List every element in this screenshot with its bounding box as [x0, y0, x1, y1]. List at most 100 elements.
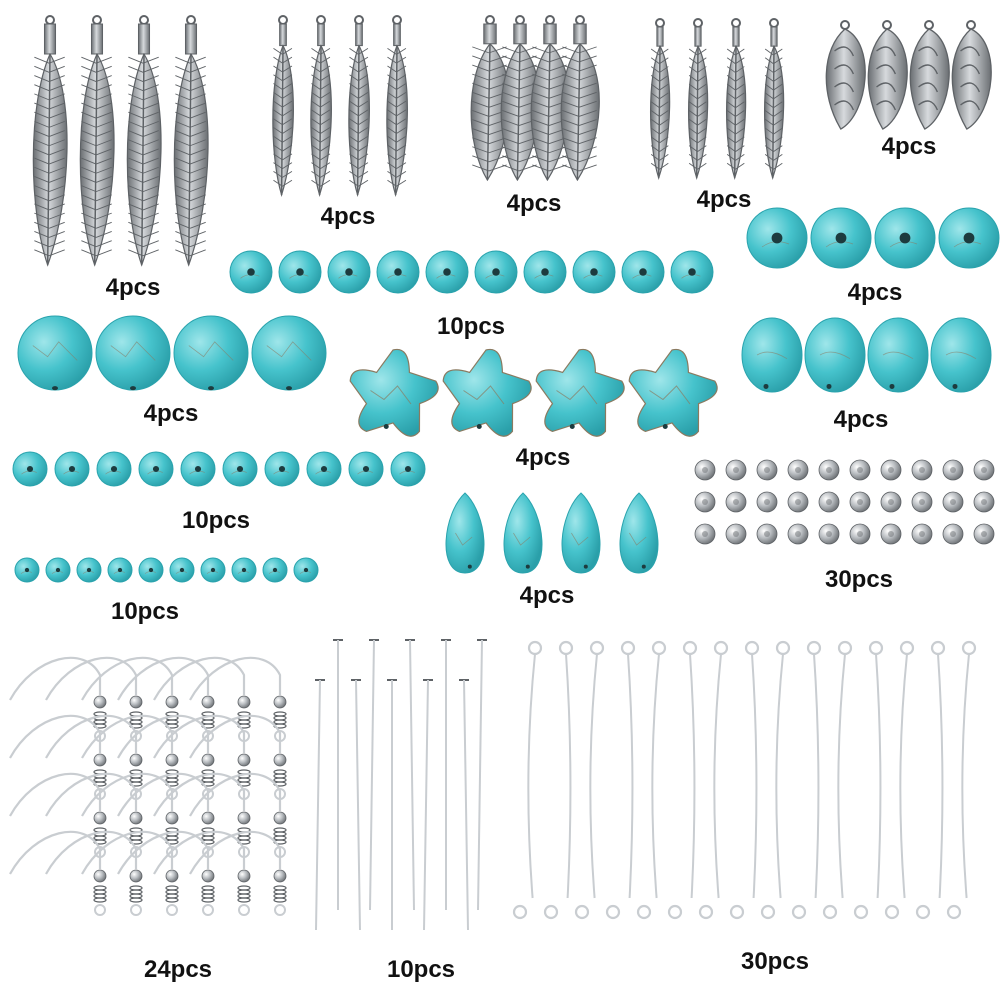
- label-spacer-beads: 30pcs: [824, 566, 894, 593]
- turquoise-round-bead-icon: [229, 250, 273, 294]
- eye-pin-icon: [667, 904, 683, 920]
- eye-pin-icon: [899, 640, 915, 899]
- silver-spacer-bead-icon: [911, 491, 933, 513]
- feather-charm-icon: [126, 15, 162, 267]
- silver-spacer-bead-icon: [725, 491, 747, 513]
- eye-pin-icon: [636, 904, 652, 920]
- silver-spacer-bead-icon: [694, 523, 716, 545]
- label-feather-large: 4pcs: [105, 274, 161, 301]
- silver-spacer-bead-icon: [880, 459, 902, 481]
- turquoise-round-bead-icon: [474, 250, 518, 294]
- eye-pin-icon: [791, 904, 807, 920]
- group-head-pins: [315, 639, 487, 931]
- earring-hook-icon: [81, 656, 179, 742]
- filigree-leaf-icon: [825, 20, 866, 130]
- group-feather-wide: [470, 15, 600, 182]
- eye-pin-icon: [713, 640, 729, 899]
- silver-spacer-bead-icon: [725, 523, 747, 545]
- eye-pin-icon: [775, 640, 791, 899]
- turquoise-flower-bead-icon: [628, 348, 718, 437]
- feather-charm-icon: [560, 15, 600, 182]
- turquoise-coin-bead-icon: [17, 315, 93, 391]
- feather-charm-icon: [386, 15, 408, 198]
- feather-charm-icon: [348, 15, 370, 198]
- feather-charm-icon: [725, 18, 747, 180]
- turquoise-round-bead-icon: [180, 451, 216, 487]
- turquoise-round-bead-icon: [45, 557, 71, 583]
- silver-spacer-bead-icon: [942, 491, 964, 513]
- group-bead-teardrop: [445, 492, 659, 574]
- eye-pin-icon: [682, 640, 698, 899]
- eye-pin-icon: [930, 640, 946, 899]
- turquoise-teardrop-bead-icon: [561, 492, 601, 574]
- turquoise-round-bead-icon: [14, 557, 40, 583]
- earring-hook-icon: [117, 830, 215, 916]
- eye-pin-icon: [806, 640, 822, 899]
- turquoise-round-bead-icon: [306, 451, 342, 487]
- earring-hook-icon: [45, 772, 143, 858]
- silver-spacer-bead-icon: [694, 459, 716, 481]
- group-ear-hooks: [9, 656, 287, 916]
- label-bead-teardrop: 4pcs: [519, 582, 575, 609]
- turquoise-round-bead-icon: [348, 451, 384, 487]
- head-pin-icon: [441, 639, 451, 910]
- turquoise-round-bead-icon: [278, 250, 322, 294]
- eye-pin-icon: [543, 904, 559, 920]
- silver-spacer-bead-icon: [756, 491, 778, 513]
- turquoise-coin-bead-icon: [251, 315, 327, 391]
- feather-charm-icon: [32, 15, 68, 267]
- label-feather-wide: 4pcs: [506, 190, 562, 217]
- earring-hook-icon: [153, 830, 251, 916]
- label-eye-pins: 30pcs: [740, 948, 810, 975]
- turquoise-oval-bead-icon: [867, 317, 929, 393]
- turquoise-round-bead-icon: [231, 557, 257, 583]
- head-pin-icon: [477, 639, 487, 911]
- eye-pin-icon: [868, 640, 884, 899]
- head-pin-icon: [369, 639, 379, 911]
- turquoise-round-bead-icon: [293, 557, 319, 583]
- turquoise-flower-bead-icon: [442, 348, 532, 437]
- turquoise-round-bead-icon: [523, 250, 567, 294]
- silver-spacer-bead-icon: [787, 523, 809, 545]
- turquoise-oval-bead-icon: [930, 317, 992, 393]
- feather-charm-icon: [530, 15, 570, 182]
- eye-pin-icon: [853, 904, 869, 920]
- group-bead-flower: [349, 348, 718, 437]
- label-feather-slim: 4pcs: [320, 203, 376, 230]
- silver-spacer-bead-icon: [787, 491, 809, 513]
- eye-pin-icon: [744, 640, 760, 899]
- eye-pin-icon: [512, 904, 528, 920]
- silver-spacer-bead-icon: [694, 491, 716, 513]
- turquoise-round-bead-icon: [12, 451, 48, 487]
- silver-spacer-bead-icon: [756, 459, 778, 481]
- eye-pin-icon: [558, 640, 574, 899]
- turquoise-round-bead-icon: [200, 557, 226, 583]
- feather-charm-icon: [272, 15, 294, 198]
- silver-spacer-bead-icon: [787, 459, 809, 481]
- silver-spacer-bead-icon: [911, 523, 933, 545]
- label-bead-round-small: 10pcs: [181, 507, 251, 534]
- turquoise-round-bead-icon: [572, 250, 616, 294]
- turquoise-flower-bead-icon: [349, 348, 439, 437]
- label-bead-coin: 4pcs: [143, 400, 199, 427]
- label-bead-round-mini: 10pcs: [110, 598, 180, 625]
- turquoise-round-bead-icon: [107, 557, 133, 583]
- turquoise-round-bead-icon: [262, 557, 288, 583]
- label-ear-hooks: 24pcs: [143, 956, 213, 983]
- eye-pin-icon: [837, 640, 853, 899]
- group-bead-round-large: [746, 207, 1000, 269]
- silver-spacer-bead-icon: [818, 491, 840, 513]
- turquoise-round-bead-icon: [938, 207, 1000, 269]
- silver-spacer-bead-icon: [880, 491, 902, 513]
- group-bead-oval: [741, 317, 992, 393]
- eye-pin-icon: [760, 904, 776, 920]
- label-feather-small: 4pcs: [696, 186, 752, 213]
- eye-pin-icon: [729, 904, 745, 920]
- head-pin-icon: [315, 679, 325, 931]
- feather-charm-icon: [79, 15, 115, 267]
- filigree-leaf-icon: [867, 20, 908, 130]
- earring-hook-icon: [117, 772, 215, 858]
- earring-hook-icon: [9, 772, 107, 858]
- silver-spacer-bead-icon: [818, 459, 840, 481]
- turquoise-flower-bead-icon: [535, 348, 625, 437]
